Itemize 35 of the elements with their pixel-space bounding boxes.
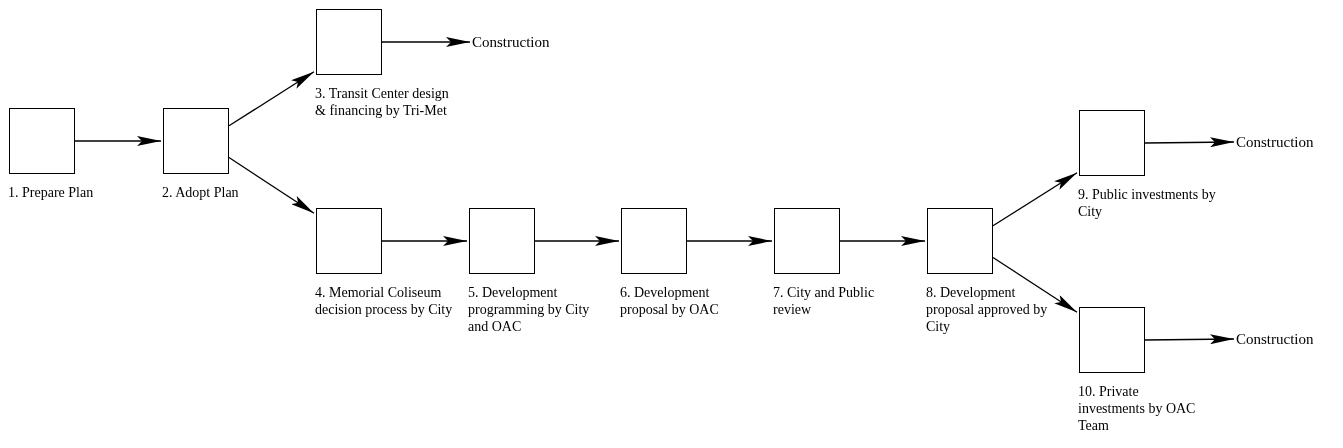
arrow: [992, 172, 1078, 227]
step-label: Construction: [472, 32, 550, 52]
step-box: [469, 208, 535, 274]
arrow: [992, 256, 1078, 313]
step-caption: 3. Transit Center design & financing by Tri-Met: [315, 85, 450, 119]
step-caption: 10. Private investments by OAC Team: [1078, 383, 1197, 434]
step-box: [9, 108, 75, 174]
step-box: [774, 208, 840, 274]
step-label: Construction: [1236, 132, 1314, 152]
step-box: [316, 208, 382, 274]
step-caption: 8. Development proposal approved by City: [926, 284, 1049, 335]
step-caption: 9. Public investments by City: [1078, 186, 1217, 220]
arrow: [839, 236, 926, 246]
step-caption: 6. Development proposal by OAC: [620, 284, 720, 318]
step-caption: 2. Adopt Plan: [162, 184, 240, 201]
step-box: [316, 9, 382, 75]
arrow: [381, 37, 471, 47]
step-box: [163, 108, 229, 174]
step-box: [621, 208, 687, 274]
arrow: [1144, 137, 1235, 148]
arrow: [228, 71, 315, 127]
step-caption: 7. City and Public review: [773, 284, 876, 318]
arrow: [1144, 334, 1235, 345]
step-box: [927, 208, 993, 274]
arrow: [74, 136, 162, 146]
step-caption: 5. Development programming by City and OAC: [468, 284, 591, 335]
arrow: [228, 156, 315, 214]
step-box: [1079, 307, 1145, 373]
arrow: [381, 236, 468, 246]
step-caption: 1. Prepare Plan: [8, 184, 95, 201]
arrow: [686, 236, 773, 246]
step-caption: 4. Memorial Coliseum decision process by City: [315, 284, 454, 318]
step-label: Construction: [1236, 329, 1314, 349]
step-box: [1079, 110, 1145, 176]
arrow: [534, 236, 620, 246]
